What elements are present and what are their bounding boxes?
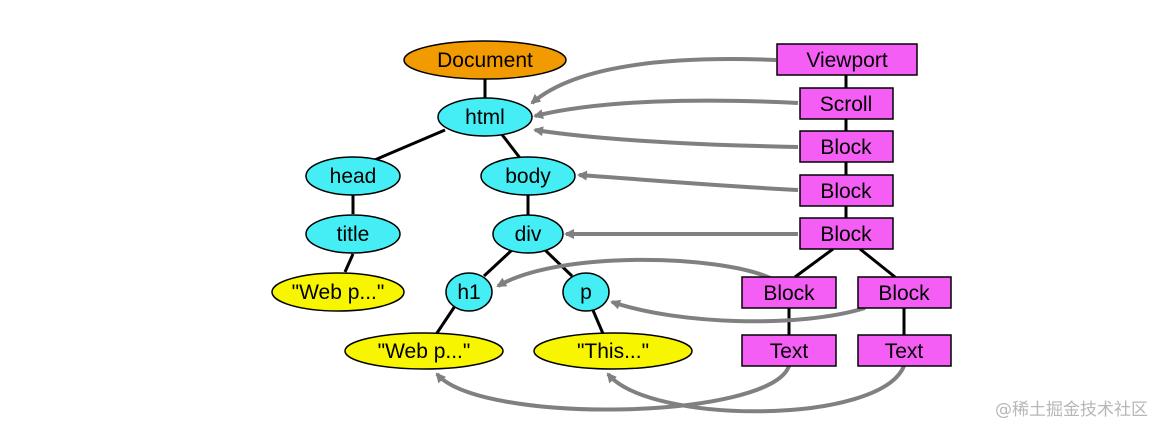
node-h1-label: h1 <box>457 281 480 304</box>
render-text-2: Text <box>857 334 952 367</box>
node-title-label: title <box>337 223 370 246</box>
render-block-1: Block <box>799 130 894 163</box>
node-p-label: p <box>580 281 592 304</box>
render-block-5: Block <box>857 276 952 309</box>
render-block-2-box <box>799 174 894 207</box>
node-title-shape <box>305 214 401 254</box>
node-title-text-shape <box>271 272 405 312</box>
node-title-text: "Web p..." <box>271 272 405 312</box>
node-html-shape <box>437 97 533 137</box>
edge-p-text <box>590 307 606 337</box>
render-text-2-label: Text <box>885 340 924 363</box>
arrow-viewport-html <box>530 57 777 105</box>
render-block-4: Block <box>741 276 837 309</box>
render-viewport-label: Viewport <box>806 49 887 72</box>
node-h1-shape <box>445 272 493 312</box>
node-p-shape <box>562 272 610 312</box>
render-viewport: Viewport <box>776 43 918 76</box>
node-title: title <box>305 214 401 254</box>
node-body-label: body <box>505 165 551 188</box>
node-p-text-shape <box>533 332 693 370</box>
mapping-arrows <box>435 57 906 414</box>
edge-title-text <box>343 253 355 273</box>
node-h1-text-label: "Web p..." <box>378 340 471 363</box>
arrow-block2-body <box>577 170 799 192</box>
arrow-block4-h1 <box>496 257 771 288</box>
node-div: div <box>492 214 564 254</box>
node-document-shape <box>403 40 567 80</box>
arrow-text1-h1text <box>435 365 791 412</box>
watermark: @稀土掘金技术社区 <box>995 400 1148 420</box>
arrow-scroll-html <box>533 98 799 119</box>
node-title-text-label: "Web p..." <box>292 281 385 304</box>
render-block-3: Block <box>799 217 894 250</box>
node-body: body <box>480 156 576 196</box>
edge-html-body <box>498 131 522 159</box>
render-block-4-label: Block <box>763 282 815 305</box>
render-scroll-label: Scroll <box>820 93 873 116</box>
render-viewport-box <box>776 43 918 76</box>
render-block-4-box <box>741 276 837 309</box>
render-nodes: Viewport Scroll Block Block Block Block … <box>741 43 952 367</box>
arrow-text2-ptext <box>606 365 906 414</box>
node-body-shape <box>480 156 576 196</box>
node-html: html <box>437 97 533 137</box>
node-h1: h1 <box>445 272 493 312</box>
arrow-block5-p <box>610 299 866 324</box>
render-block-1-box <box>799 130 894 163</box>
render-block-3-box <box>799 217 894 250</box>
render-block-3-label: Block <box>820 223 872 246</box>
edge-div-p <box>543 248 574 278</box>
render-text-1-box <box>741 334 837 367</box>
dom-tree-edges <box>343 78 606 337</box>
render-block-5-box <box>857 276 952 309</box>
node-h1-text-shape <box>344 332 504 370</box>
node-head-label: head <box>330 165 377 188</box>
node-p-text-label: "This..." <box>577 340 649 363</box>
render-text-2-box <box>857 334 952 367</box>
node-head-shape <box>305 156 401 196</box>
node-p: p <box>562 272 610 312</box>
edge-div-h1 <box>482 248 514 278</box>
render-text-1-label: Text <box>770 340 809 363</box>
render-block-2-label: Block <box>820 180 872 203</box>
render-block-5-label: Block <box>878 282 930 305</box>
render-block-1-label: Block <box>820 136 872 159</box>
arrow-block1-html <box>533 126 799 149</box>
node-h1-text: "Web p..." <box>344 332 504 370</box>
dom-nodes: Document html head body title div "Web p… <box>271 40 693 370</box>
node-p-text: "This..." <box>533 332 693 370</box>
node-head: head <box>305 156 401 196</box>
edge-block3-block5 <box>859 247 896 279</box>
node-div-shape <box>492 214 564 254</box>
render-scroll-box <box>799 87 894 120</box>
render-text-1: Text <box>741 334 837 367</box>
node-div-label: div <box>515 223 542 246</box>
node-html-label: html <box>465 106 505 129</box>
node-document: Document <box>403 40 567 80</box>
render-block-2: Block <box>799 174 894 207</box>
edge-html-head <box>369 128 446 164</box>
node-document-label: Document <box>437 49 533 72</box>
render-scroll: Scroll <box>799 87 894 120</box>
edge-block3-block4 <box>794 247 834 279</box>
edge-h1-text <box>433 305 457 337</box>
